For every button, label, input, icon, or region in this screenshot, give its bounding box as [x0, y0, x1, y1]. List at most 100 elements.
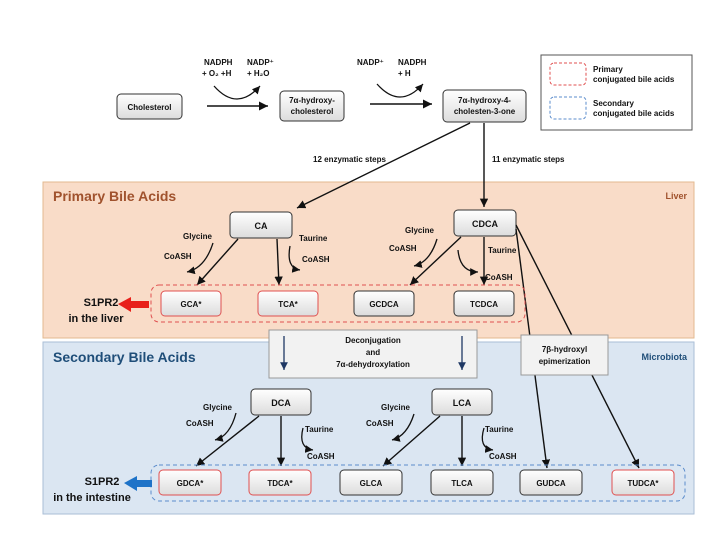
cdca-glycine-label: Glycine	[405, 226, 434, 235]
legend-box	[540, 54, 693, 131]
s1pr2-intestine-line1: S1PR2	[85, 476, 120, 488]
lca-coash-label-right: CoASH	[489, 452, 517, 461]
node-cholesterol: Cholesterol	[116, 93, 183, 120]
label-12-steps: 12 enzymatic steps	[313, 155, 386, 164]
s1pr2-liver-arrow	[118, 297, 149, 312]
node-ca-label: CA	[255, 221, 268, 231]
node-7a-hydroxycholesterol: 7α-hydroxy- cholesterol	[279, 90, 345, 122]
s1pr2-intestine-arrow	[124, 476, 152, 491]
node-cholestenone: 7α-hydroxy-4- cholesten-3-one	[442, 89, 527, 123]
node-tcdca-label: TCDCA	[470, 300, 498, 309]
primary-section-title: Primary Bile Acids	[53, 188, 176, 204]
node-gcdca: GCDCA	[353, 290, 415, 317]
node-gdca: GDCA*	[158, 469, 222, 496]
primary-conjugated-group	[150, 284, 526, 323]
step2-input: NADP⁺	[357, 58, 384, 67]
node-gca: GCA*	[160, 290, 222, 317]
step2-output: NADPH	[398, 58, 427, 67]
epi-line1: 7β-hydroxyl	[542, 345, 587, 354]
node-cholestenone-line2: cholesten-3-one	[454, 107, 516, 116]
lca-glycine-curve	[391, 413, 415, 442]
epimerization-box: 7β-hydroxyl epimerization	[520, 334, 609, 376]
legend-secondary-line2: conjugated bile acids	[593, 109, 675, 118]
deconjugation-box: Deconjugation and 7α-dehydroxylation	[268, 329, 478, 379]
cdca-glycine-curve	[413, 238, 438, 268]
node-gca-label: GCA*	[181, 300, 203, 309]
arrow-to-ca	[296, 122, 471, 209]
legend-primary-line2: conjugated bile acids	[593, 75, 675, 84]
node-tudca-label: TUDCA*	[627, 479, 659, 488]
legend-primary-line1: Primary	[593, 65, 623, 74]
deconj-line2: and	[366, 348, 380, 357]
node-tlca-label: TLCA	[451, 479, 473, 488]
dca-glycine-curve	[214, 412, 237, 442]
node-cdca-label: CDCA	[472, 219, 498, 229]
node-7a-hydroxycholesterol-line1: 7α-hydroxy-	[289, 96, 335, 105]
legend-primary-swatch	[549, 62, 587, 86]
ca-coash-label-right: CoASH	[302, 255, 330, 264]
s1pr2-liver-line1: S1PR2	[84, 297, 119, 309]
node-dca-label: DCA	[271, 398, 291, 408]
epi-line2: epimerization	[539, 357, 591, 366]
node-cholesterol-label: Cholesterol	[127, 103, 171, 112]
node-gcdca-label: GCDCA	[369, 300, 399, 309]
ca-to-tca-arrow	[274, 238, 283, 286]
dca-to-gdca-arrow	[195, 415, 260, 467]
ca-glycine-label: Glycine	[183, 232, 212, 241]
secondary-section-title: Secondary Bile Acids	[53, 349, 196, 365]
deconj-line1: Deconjugation	[345, 336, 401, 345]
node-7a-hydroxycholesterol-line2: cholesterol	[291, 107, 334, 116]
deconj-line3: 7α-dehydroxylation	[336, 360, 410, 369]
ca-taurine-curve	[288, 245, 301, 273]
cdca-to-gcdca-arrow	[409, 236, 462, 286]
dca-coash-label-left: CoASH	[186, 419, 214, 428]
legend-secondary-line1: Secondary	[593, 99, 634, 108]
node-tcdca: TCDCA	[453, 290, 515, 317]
step2-output2: + H	[398, 69, 411, 78]
s1pr2-liver-line2: in the liver	[68, 313, 124, 325]
ca-to-gca-arrow	[196, 238, 239, 286]
dca-glycine-label: Glycine	[203, 403, 232, 412]
lca-taurine-curve	[481, 427, 494, 453]
node-cdca: CDCA	[453, 209, 517, 237]
node-tca-label: TCA*	[278, 300, 298, 309]
dca-taurine-curve	[301, 427, 314, 453]
node-cholestenone-line1: 7α-hydroxy-4-	[458, 96, 511, 105]
step1-output: NADP⁺	[247, 58, 274, 67]
primary-section-tag: Liver	[665, 191, 687, 201]
cofactor-curve-step1	[213, 85, 261, 100]
lca-to-glca-arrow	[382, 415, 441, 467]
node-glca: GLCA	[339, 469, 403, 496]
lca-taurine-label: Taurine	[485, 425, 514, 434]
cofactor-curve-step2	[376, 83, 424, 98]
node-lca-label: LCA	[453, 398, 472, 408]
cdca-coash-label-right: CoASH	[485, 273, 513, 282]
dca-taurine-label: Taurine	[305, 425, 334, 434]
cdca-taurine-label: Taurine	[488, 246, 517, 255]
node-gudca: GUDCA	[519, 469, 583, 496]
node-tdca: TDCA*	[248, 469, 312, 496]
node-ca: CA	[229, 211, 293, 239]
step1-input: NADPH	[204, 58, 233, 67]
secondary-section-tag: Microbiota	[641, 352, 687, 362]
s1pr2-intestine-line2: in the intestine	[53, 492, 131, 504]
lca-coash-label-left: CoASH	[366, 419, 394, 428]
node-tdca-label: TDCA*	[267, 479, 293, 488]
node-gdca-label: GDCA*	[177, 479, 205, 488]
secondary-conjugated-group	[150, 464, 686, 502]
dca-coash-label-right: CoASH	[307, 452, 335, 461]
step1-input2: + O₂ +H	[202, 69, 232, 78]
node-glca-label: GLCA	[360, 479, 383, 488]
ca-glycine-curve	[186, 242, 214, 275]
node-tca: TCA*	[257, 290, 319, 317]
lca-glycine-label: Glycine	[381, 403, 410, 412]
node-gudca-label: GUDCA	[536, 479, 566, 488]
step1-output2: + H₂O	[247, 69, 269, 78]
label-11-steps: 11 enzymatic steps	[492, 155, 565, 164]
node-tudca: TUDCA*	[611, 469, 675, 496]
node-lca: LCA	[431, 388, 493, 416]
cdca-coash-label-left: CoASH	[389, 244, 417, 253]
cdca-taurine-curve	[457, 249, 479, 276]
